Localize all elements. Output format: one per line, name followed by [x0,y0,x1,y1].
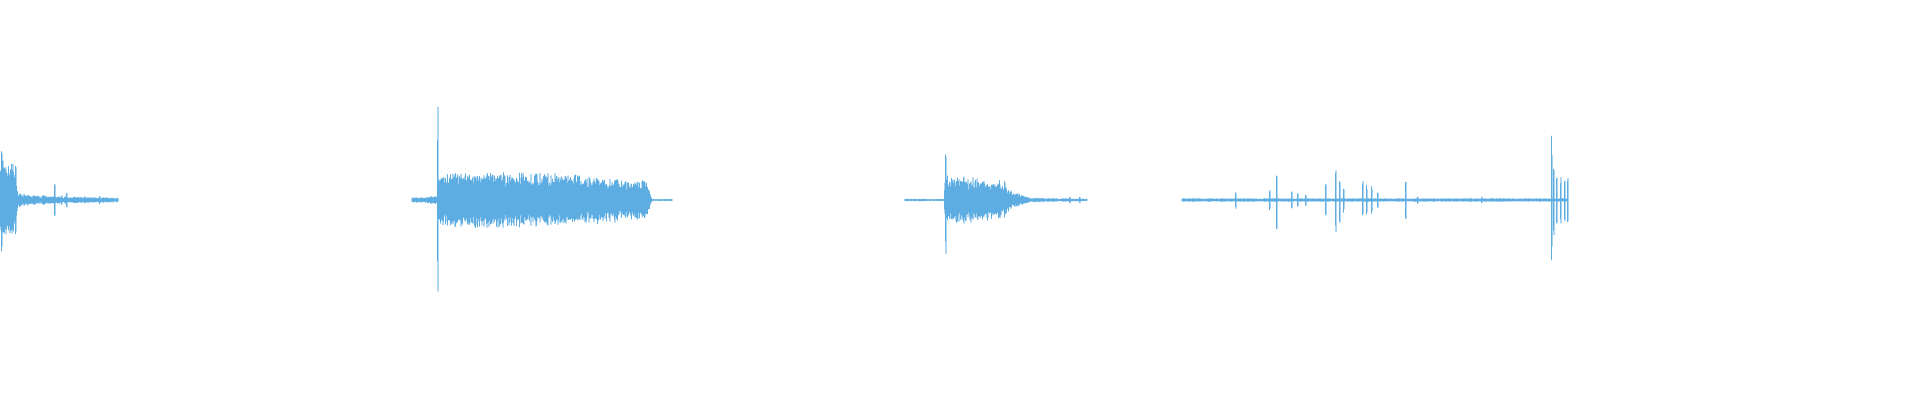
audio-clip-1[interactable] [0,151,119,252]
audio-clip-4[interactable] [1181,135,1569,261]
audio-clip-3[interactable] [904,154,1088,254]
audio-clip-2[interactable] [411,106,673,292]
